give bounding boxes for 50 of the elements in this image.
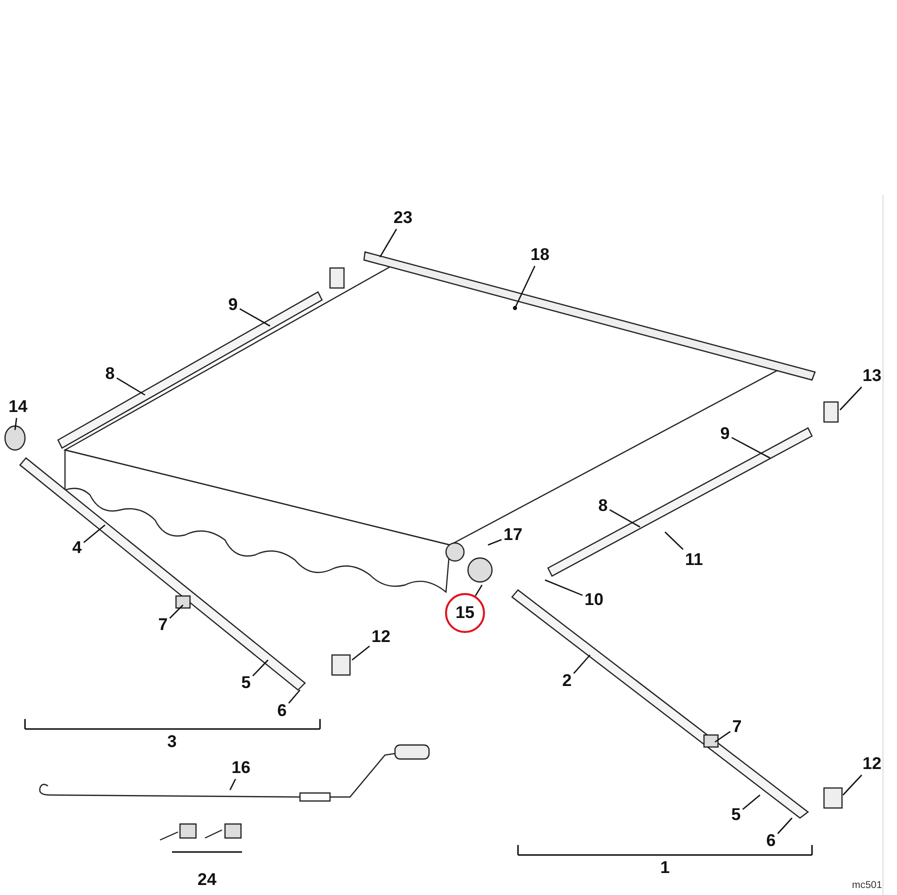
leader-line [512, 266, 536, 310]
leader-line [288, 690, 300, 704]
callout-number: 6 [277, 702, 287, 720]
callout-number: 8 [598, 497, 608, 515]
leader-line [731, 437, 770, 459]
leader-line [229, 778, 236, 790]
leader-line [379, 228, 398, 258]
callout-number: 16 [232, 759, 250, 777]
callout-number: 7 [158, 616, 168, 634]
leader-line [83, 524, 106, 543]
callout-number: 11 [685, 551, 703, 569]
circled-callout-number: 15 [445, 593, 485, 633]
callout-number: 5 [241, 674, 251, 692]
callout-number: 4 [72, 539, 82, 557]
callout-number: 10 [584, 591, 604, 609]
leader-line [842, 774, 862, 796]
leader-line [714, 731, 731, 743]
callout-number: 8 [105, 365, 115, 383]
callout-number: 7 [732, 718, 742, 736]
leader-line [840, 386, 862, 410]
leader-line [742, 794, 760, 810]
leader-line [573, 654, 590, 674]
dimension-number: 1 [660, 859, 670, 877]
callout-number: 6 [766, 832, 776, 850]
leader-line [116, 377, 146, 396]
leader-line [14, 418, 18, 430]
leader-line [488, 538, 502, 546]
callout-number: 9 [720, 425, 730, 443]
callout-number: 5 [731, 806, 741, 824]
leader-line [239, 308, 270, 327]
leader-line [544, 579, 583, 596]
leader-line [352, 646, 370, 660]
callout-number: 2 [562, 672, 572, 690]
callout-number: 9 [228, 296, 238, 314]
callout-number: 17 [504, 526, 522, 544]
dimension-number: 3 [167, 733, 177, 751]
callout-number: 12 [372, 628, 390, 646]
callout-number: 23 [394, 209, 412, 227]
drawing-code: mc501 [852, 880, 882, 891]
leader-line [169, 604, 184, 619]
callout-number: 18 [530, 246, 550, 264]
callout-number: 12 [862, 755, 882, 773]
leader-line [474, 584, 483, 596]
callout-number: 24 [198, 871, 216, 889]
leader-line [664, 532, 684, 550]
leader-line [609, 509, 640, 528]
callout-number: 13 [862, 367, 882, 385]
leader-line [777, 818, 792, 834]
callout-number: 14 [8, 398, 28, 416]
leader-line [252, 660, 268, 676]
